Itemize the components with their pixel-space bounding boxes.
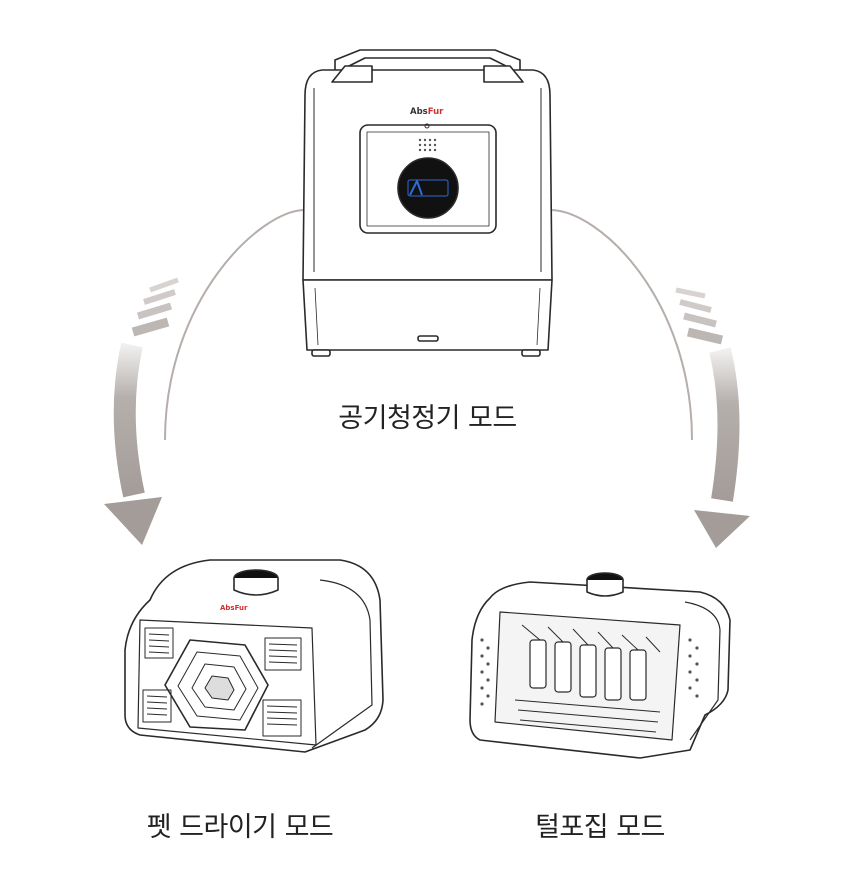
fur-collector-mode-label: 털포집 모드 (535, 812, 665, 843)
arrow-to-pet-dryer (104, 277, 179, 545)
air-purifier-icon: AbsFur (302, 49, 553, 357)
brand-logo: AbsFur (410, 107, 444, 117)
pet-dryer-icon: AbsFur (124, 559, 384, 753)
right-arrow-shaft (709, 347, 740, 502)
control-display (397, 157, 459, 219)
air-purifier-mode-label: 공기청정기 모드 (338, 403, 517, 434)
perforation-dots (480, 638, 699, 706)
pet-dryer-mode-label: 펫 드라이기 모드 (146, 812, 334, 843)
left-arrow-tail-stripes (131, 277, 179, 337)
cycle-arc (164, 209, 693, 441)
comb-fins (514, 624, 661, 733)
side-vent-grilles (142, 627, 302, 737)
arrow-to-fur-collector (675, 287, 750, 548)
left-arrow-shaft (113, 342, 145, 498)
right-arrow-tail-stripes (675, 287, 724, 345)
right-arrow-head (694, 510, 750, 548)
fur-collector-icon (469, 572, 731, 759)
svg-text:AbsFur: AbsFur (220, 604, 248, 612)
left-arrow-head (104, 497, 162, 545)
sensor-grille (418, 138, 437, 152)
